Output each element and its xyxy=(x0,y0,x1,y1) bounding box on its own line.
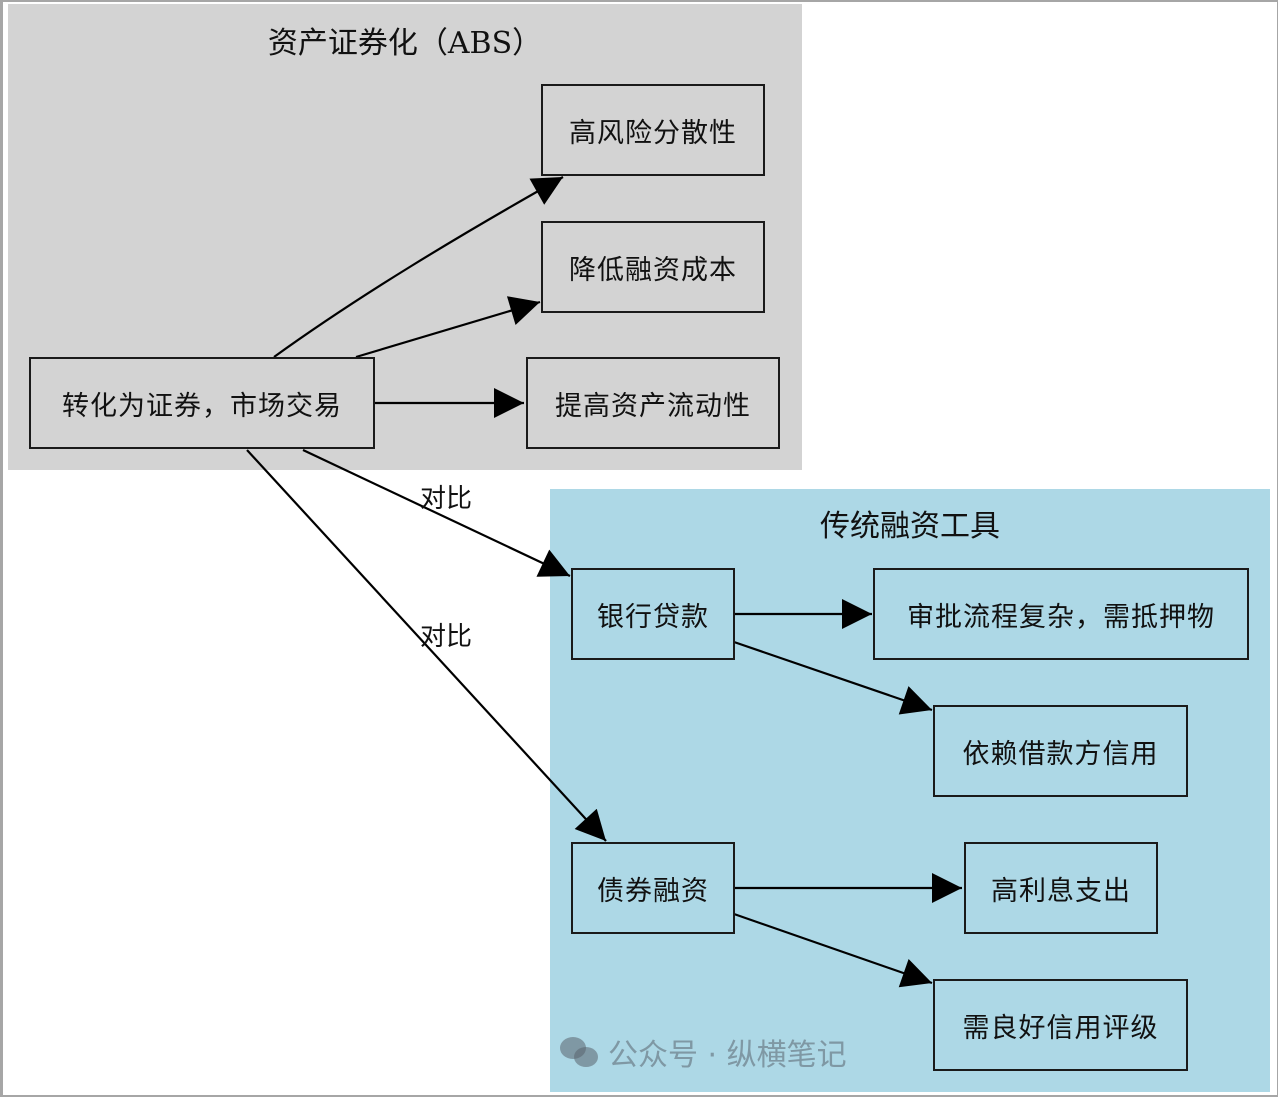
watermark-text: 公众号 · 纵横笔记 xyxy=(608,1038,847,1073)
node-approval-complex[interactable]: 审批流程复杂，需抵押物 xyxy=(873,568,1249,660)
wechat-icon xyxy=(560,1035,600,1069)
cluster-traditional: 传统融资工具 xyxy=(550,489,1270,1092)
watermark: 公众号 · 纵横笔记 xyxy=(560,1030,847,1074)
node-securitize[interactable]: 转化为证券，市场交易 xyxy=(29,357,375,449)
node-credit-rating[interactable]: 需良好信用评级 xyxy=(933,979,1188,1071)
edge-label-compare-bank: 对比 xyxy=(420,484,473,514)
edge-label-compare-bond: 对比 xyxy=(420,622,473,652)
node-risk-diversification[interactable]: 高风险分散性 xyxy=(541,84,765,176)
node-bank-loan[interactable]: 银行贷款 xyxy=(571,568,735,660)
node-liquidity[interactable]: 提高资产流动性 xyxy=(526,357,780,449)
cluster-abs-title: 资产证券化（ABS） xyxy=(267,26,543,61)
node-lower-cost[interactable]: 降低融资成本 xyxy=(541,221,765,313)
node-bond-financing[interactable]: 债券融资 xyxy=(571,842,735,934)
cluster-traditional-title: 传统融资工具 xyxy=(820,509,1000,544)
node-high-interest[interactable]: 高利息支出 xyxy=(964,842,1158,934)
node-borrower-credit[interactable]: 依赖借款方信用 xyxy=(933,705,1188,797)
